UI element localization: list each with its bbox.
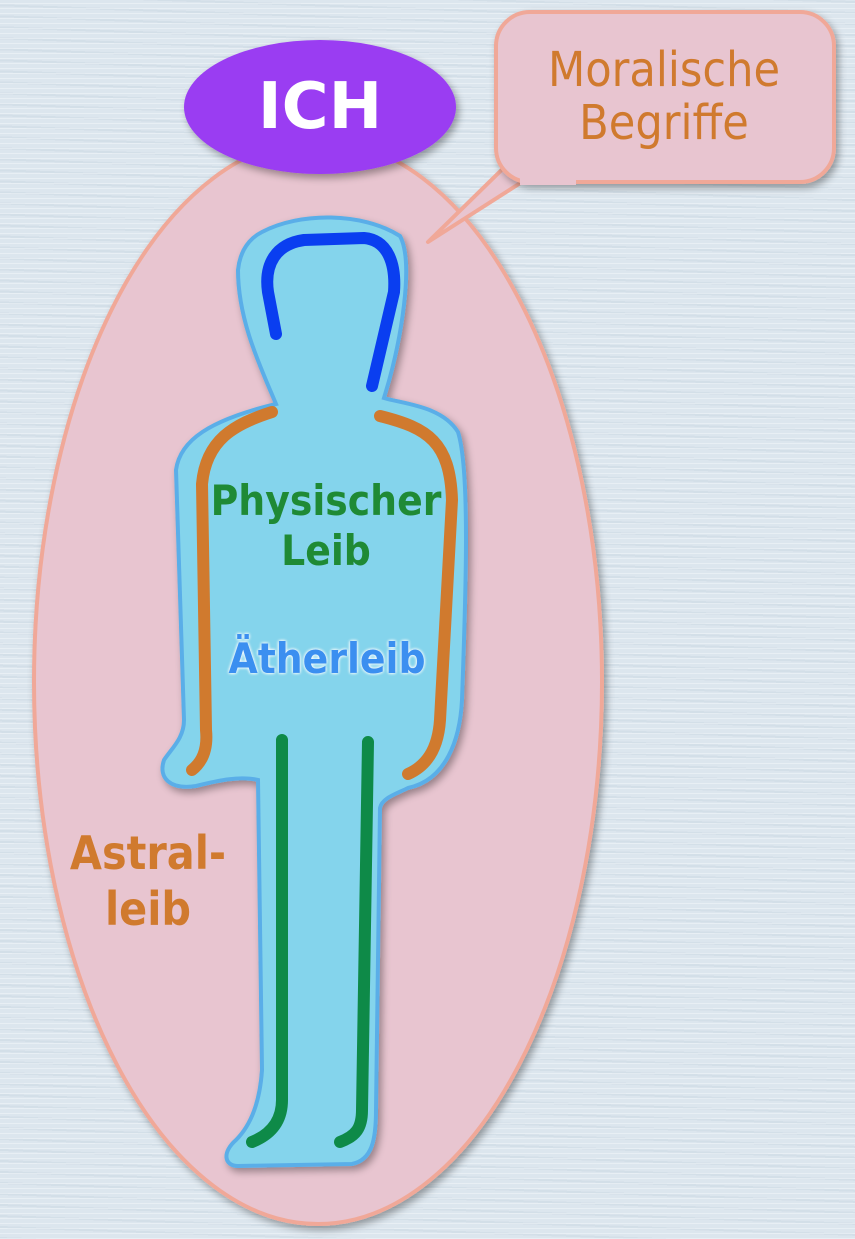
etheric-body-label: Ätherleib [212, 638, 442, 680]
astral-body-label: Astral- leib [58, 830, 238, 942]
astral-body-line-2: leib [58, 886, 238, 932]
astral-body-line-1: Astral- [58, 830, 238, 876]
moral-concepts-line-1: Moralische [548, 44, 780, 97]
physical-body-label: Physischer Leib [206, 480, 446, 580]
physical-body-line-2: Leib [206, 530, 446, 572]
moral-concepts-label: Moralische Begriffe [496, 14, 832, 180]
ich-label: ICH [184, 40, 456, 174]
moral-concepts-line-2: Begriffe [579, 97, 749, 150]
physical-body-line-1: Physischer [206, 480, 446, 522]
